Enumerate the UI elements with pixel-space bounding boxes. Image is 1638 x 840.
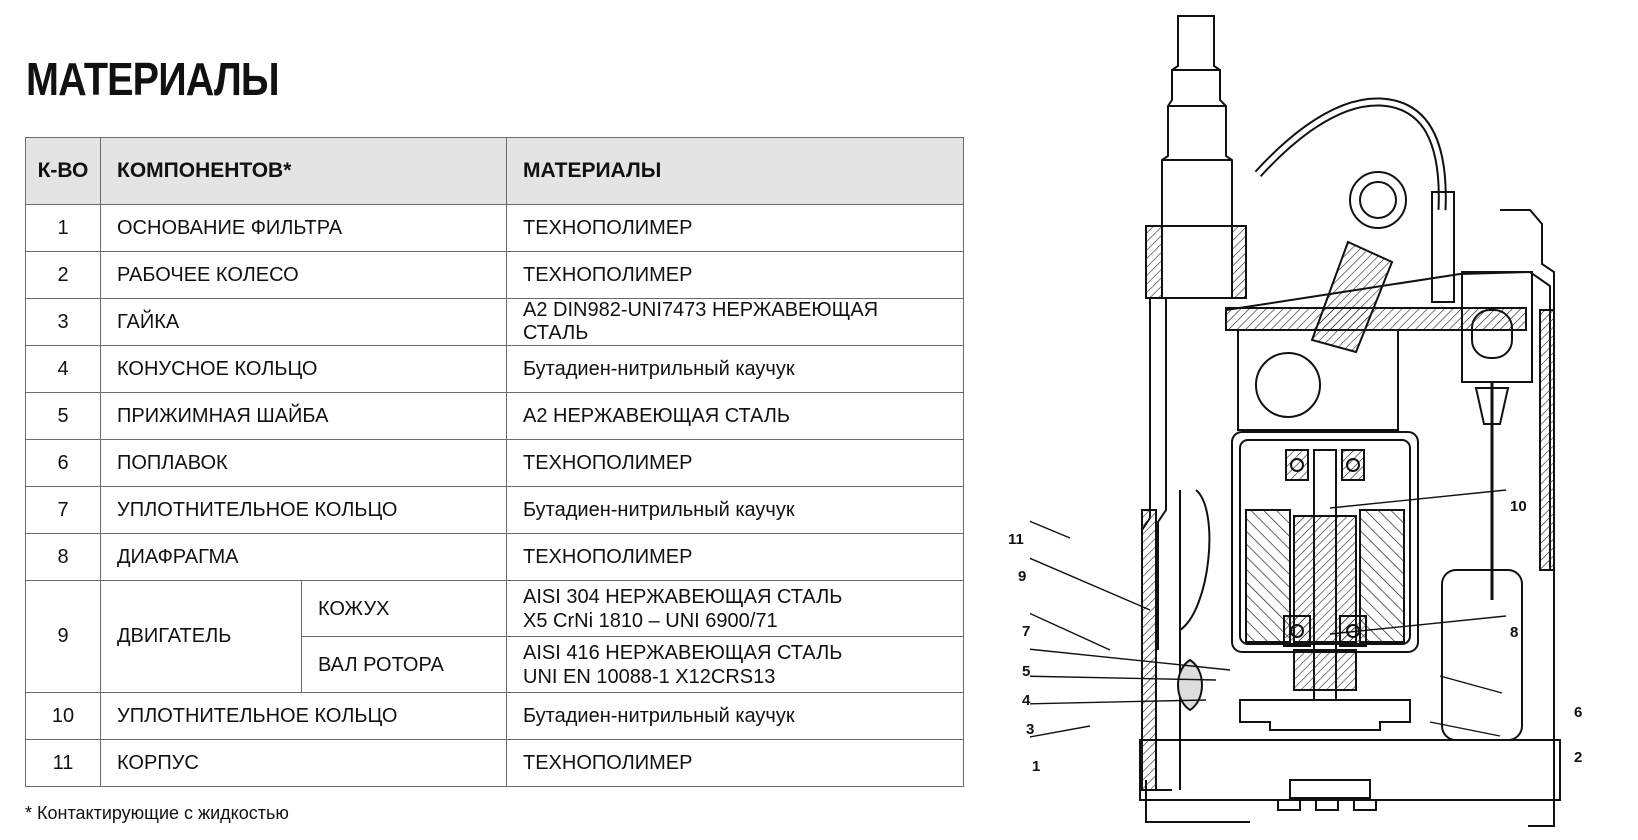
material-line: AISI 416 НЕРЖАВЕЮЩАЯ СТАЛЬ (523, 641, 843, 664)
row-material: ТЕХНОПОЛИМЕР (506, 533, 964, 581)
table-row: 1 ОСНОВАНИЕ ФИЛЬТРА ТЕХНОПОЛИМЕР (25, 204, 964, 252)
row-num: 9 (25, 580, 101, 693)
row-num: 6 (25, 439, 101, 487)
row-num: 2 (25, 251, 101, 299)
table-row: 2 РАБОЧЕЕ КОЛЕСО ТЕХНОПОЛИМЕР (25, 251, 964, 299)
motor-subpart: КОЖУХ (301, 580, 507, 637)
material-line: UNI EN 10088-1 X12CRS13 (523, 665, 776, 688)
table-row-motor-sub: ВАЛ РОТОРА AISI 416 НЕРЖАВЕЮЩАЯ СТАЛЬ UN… (26, 636, 964, 693)
row-material: ТЕХНОПОЛИМЕР (506, 204, 964, 252)
row-material: А2 НЕРЖАВЕЮЩАЯ СТАЛЬ (506, 392, 964, 440)
table-row: 8 ДИАФРАГМА ТЕХНОПОЛИМЕР (25, 533, 964, 581)
row-component: УПЛОТНИТЕЛЬНОЕ КОЛЬЦО (100, 692, 507, 740)
row-material: Бутадиен-нитрильный каучук (506, 692, 964, 740)
pump-cross-section-diagram (1030, 15, 1561, 827)
row-num: 7 (25, 486, 101, 534)
row-num: 1 (25, 204, 101, 252)
row-num: 11 (25, 739, 101, 787)
row-num: 3 (25, 298, 101, 346)
row-component: КОНУСНОЕ КОЛЬЦО (100, 345, 507, 393)
row-num: 10 (25, 692, 101, 740)
row-num: 8 (25, 533, 101, 581)
table-row: 5 ПРИЖИМНАЯ ШАЙБА А2 НЕРЖАВЕЮЩАЯ СТАЛЬ (25, 392, 964, 440)
table-row: 11 КОРПУС ТЕХНОПОЛИМЕР (25, 739, 964, 787)
table-row: 3 ГАЙКА А2 DIN982-UNI7473 НЕРЖАВЕЮЩАЯ СТ… (25, 298, 964, 346)
row-material: Бутадиен-нитрильный каучук (506, 345, 964, 393)
row-component: ГАЙКА (100, 298, 507, 346)
material-line: X5 CrNi 1810 – UNI 6900/71 (523, 609, 778, 632)
table-row-motor: 9 ДВИГАТЕЛЬ КОЖУХ AISI 304 НЕРЖАВЕЮЩАЯ С… (25, 580, 964, 693)
motor-subpart: ВАЛ РОТОРА (301, 636, 507, 693)
row-num: 4 (25, 345, 101, 393)
row-material: AISI 304 НЕРЖАВЕЮЩАЯ СТАЛЬ X5 CrNi 1810 … (506, 580, 964, 637)
material-line: AISI 304 НЕРЖАВЕЮЩАЯ СТАЛЬ (523, 585, 843, 608)
pump-drawing (1139, 15, 1561, 827)
page-title: МАТЕРИАЛЫ (26, 53, 280, 105)
row-material: ТЕХНОПОЛИМЕР (506, 439, 964, 487)
table-row: 4 КОНУСНОЕ КОЛЬЦО Бутадиен-нитрильный ка… (25, 345, 964, 393)
table-row: 6 ПОПЛАВОК ТЕХНОПОЛИМЕР (25, 439, 964, 487)
row-component: ОСНОВАНИЕ ФИЛЬТРА (100, 204, 507, 252)
materials-table: К-ВО КОМПОНЕНТОВ* МАТЕРИАЛЫ 1 ОСНОВАНИЕ … (25, 137, 964, 787)
row-component: КОРПУС (100, 739, 507, 787)
row-component: ДИАФРАГМА (100, 533, 507, 581)
header-material: МАТЕРИАЛЫ (506, 137, 964, 205)
row-material: А2 DIN982-UNI7473 НЕРЖАВЕЮЩАЯ СТАЛЬ (506, 298, 964, 346)
row-component: ПОПЛАВОК (100, 439, 507, 487)
table-header-row: К-ВО КОМПОНЕНТОВ* МАТЕРИАЛЫ (25, 137, 964, 205)
row-material: ТЕХНОПОЛИМЕР (506, 739, 964, 787)
row-component: РАБОЧЕЕ КОЛЕСО (100, 251, 507, 299)
callout-11: 11 (1008, 531, 1024, 548)
row-material: ТЕХНОПОЛИМЕР (506, 251, 964, 299)
row-material: Бутадиен-нитрильный каучук (506, 486, 964, 534)
header-qty: К-ВО (25, 137, 101, 205)
header-component: КОМПОНЕНТОВ* (100, 137, 507, 205)
footnote: * Контактирующие с жидкостью (25, 803, 289, 823)
row-component: УПЛОТНИТЕЛЬНОЕ КОЛЬЦО (100, 486, 507, 534)
row-material: AISI 416 НЕРЖАВЕЮЩАЯ СТАЛЬ UNI EN 10088-… (506, 636, 964, 693)
row-num: 5 (25, 392, 101, 440)
table-row: 7 УПЛОТНИТЕЛЬНОЕ КОЛЬЦО Бутадиен-нитриль… (25, 486, 964, 534)
row-component: ДВИГАТЕЛЬ (100, 580, 302, 693)
table-row: 10 УПЛОТНИТЕЛЬНОЕ КОЛЬЦО Бутадиен-нитрил… (25, 692, 964, 740)
callout-9: 9 (1018, 568, 1027, 585)
leader-lines (1030, 489, 1507, 738)
row-component: ПРИЖИМНАЯ ШАЙБА (100, 392, 507, 440)
